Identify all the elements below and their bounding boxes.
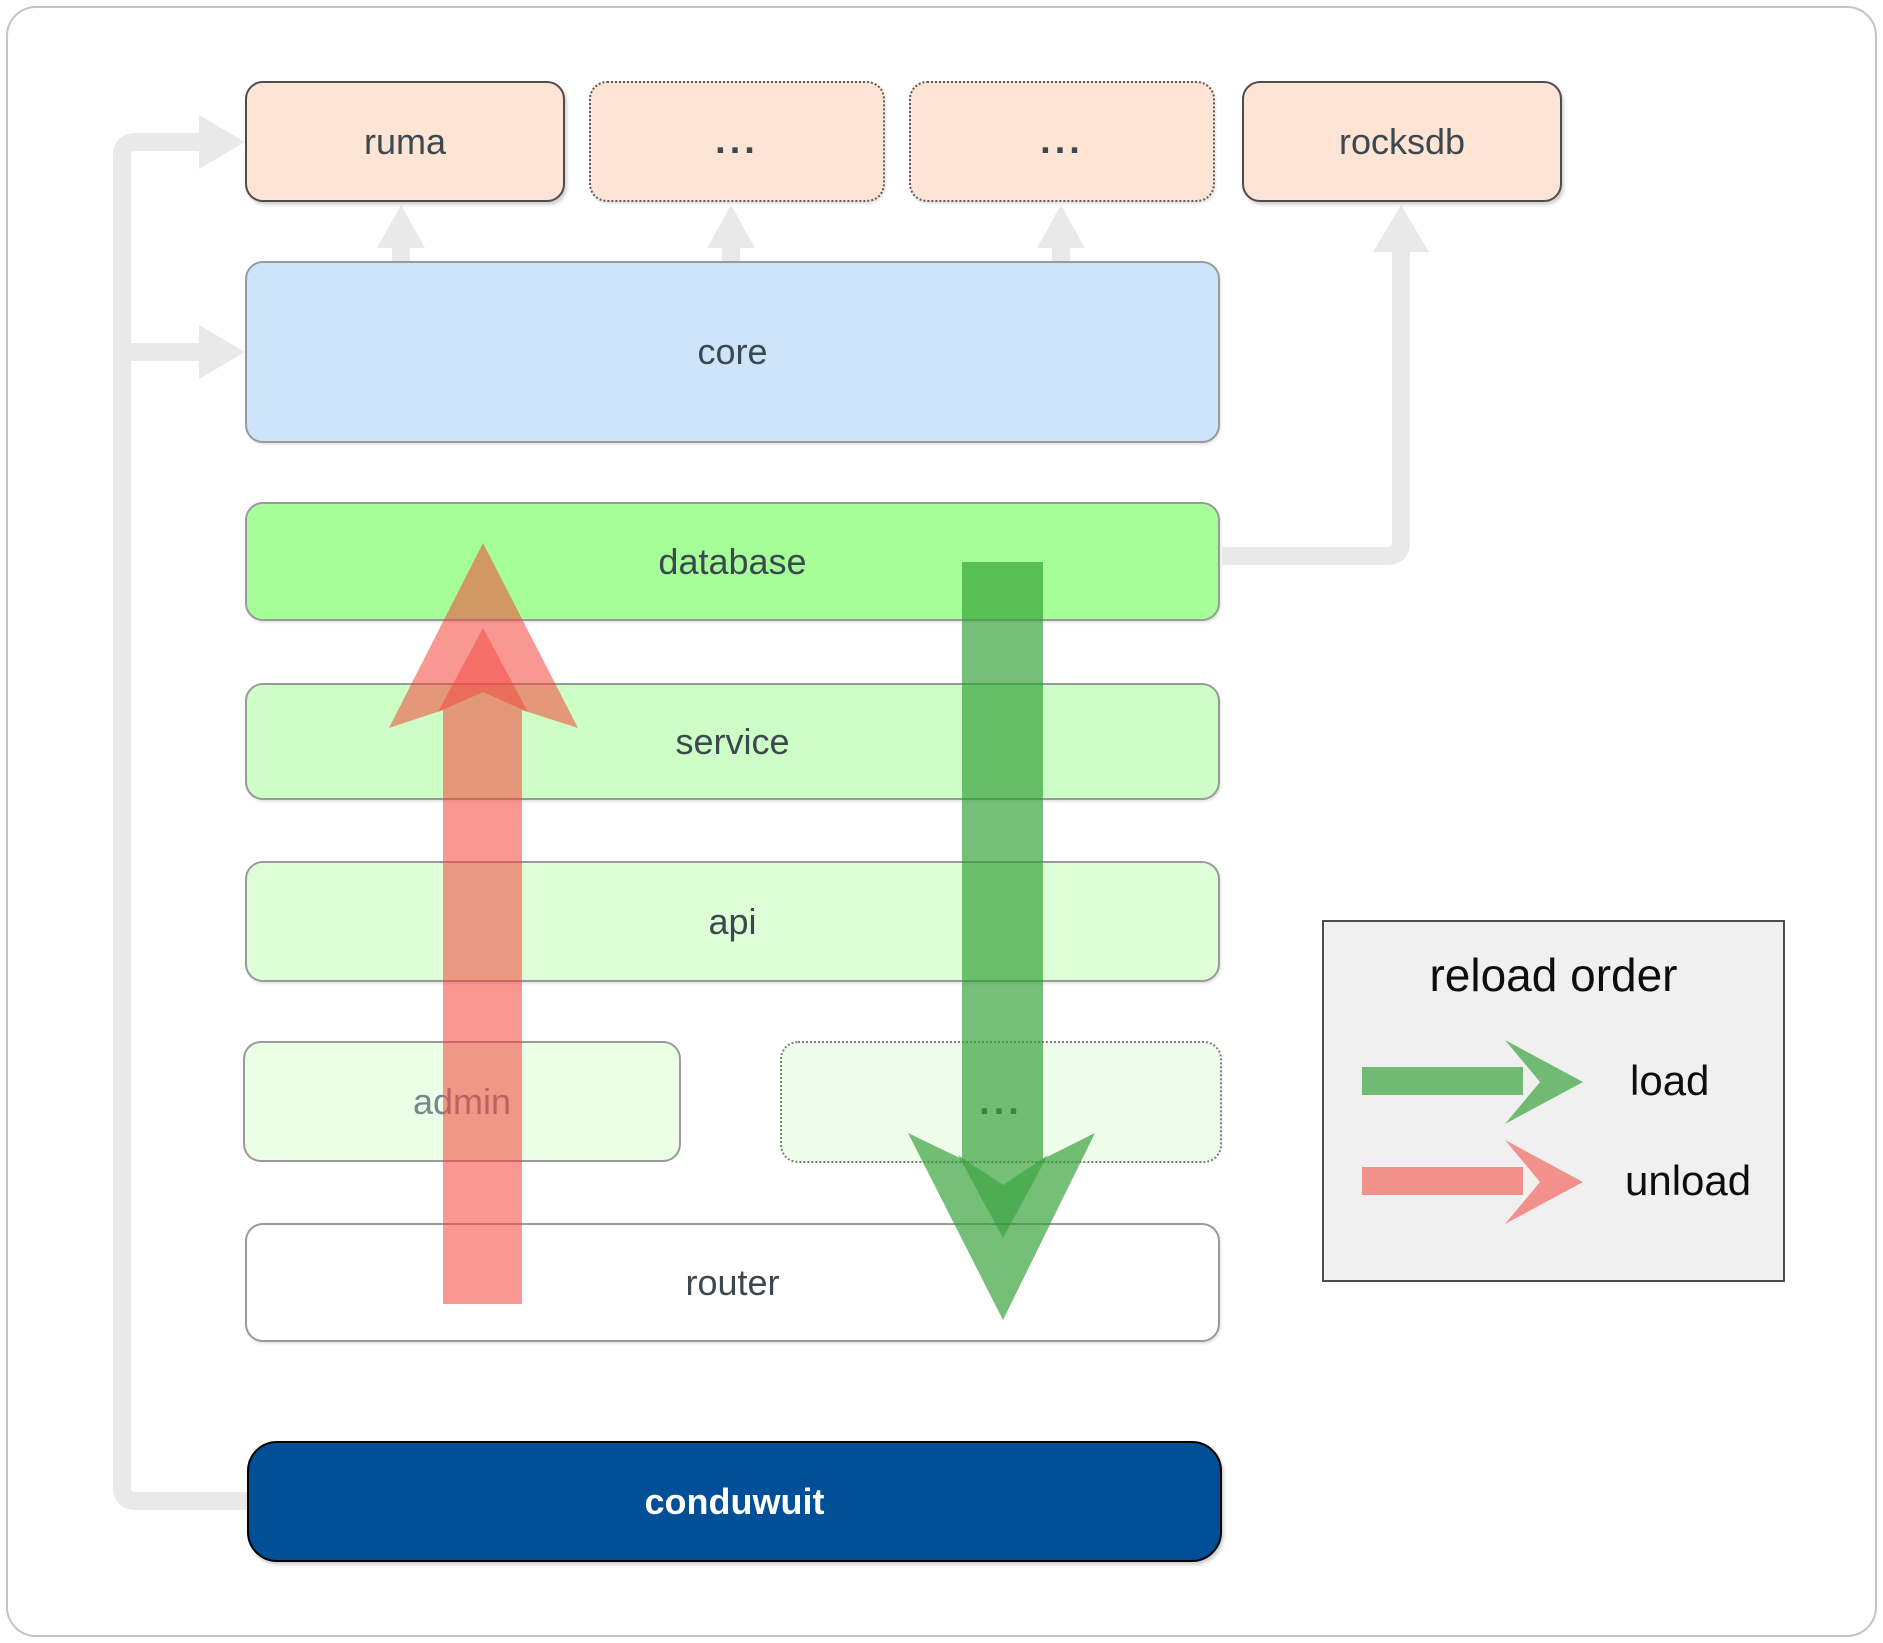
legend-unload-label: unload — [1625, 1157, 1752, 1204]
node-modules-label: ... — [979, 1080, 1023, 1123]
node-dependency-1-label: ... — [715, 120, 759, 162]
node-rocksdb-label: rocksdb — [1338, 120, 1466, 162]
node-modules: ... — [780, 1041, 1222, 1163]
legend-title: reload order — [1429, 949, 1678, 1001]
node-service: service — [245, 683, 1220, 800]
node-ruma-label: ruma — [363, 120, 447, 162]
node-rocksdb: rocksdb — [1242, 81, 1562, 202]
node-core-label: core — [697, 331, 768, 372]
node-conduwuit: conduwuit — [247, 1441, 1222, 1562]
node-ruma: ruma — [245, 81, 565, 202]
node-router-label: router — [685, 1261, 780, 1303]
node-conduwuit-label: conduwuit — [644, 1480, 825, 1522]
node-dependency-1: ... — [589, 81, 885, 202]
node-database: database — [245, 502, 1220, 621]
node-api: api — [245, 861, 1220, 982]
node-api-label: api — [708, 900, 757, 942]
node-core: core — [245, 261, 1220, 443]
outer-frame — [6, 6, 1877, 1637]
legend-load-label: load — [1630, 1057, 1710, 1104]
node-admin: admin — [243, 1041, 681, 1162]
node-service-label: service — [675, 720, 790, 762]
node-dependency-2-label: ... — [1040, 120, 1084, 162]
node-dependency-2: ... — [909, 81, 1215, 202]
node-router: router — [245, 1223, 1220, 1342]
node-database-label: database — [658, 540, 807, 582]
node-admin-label: admin — [412, 1080, 512, 1122]
